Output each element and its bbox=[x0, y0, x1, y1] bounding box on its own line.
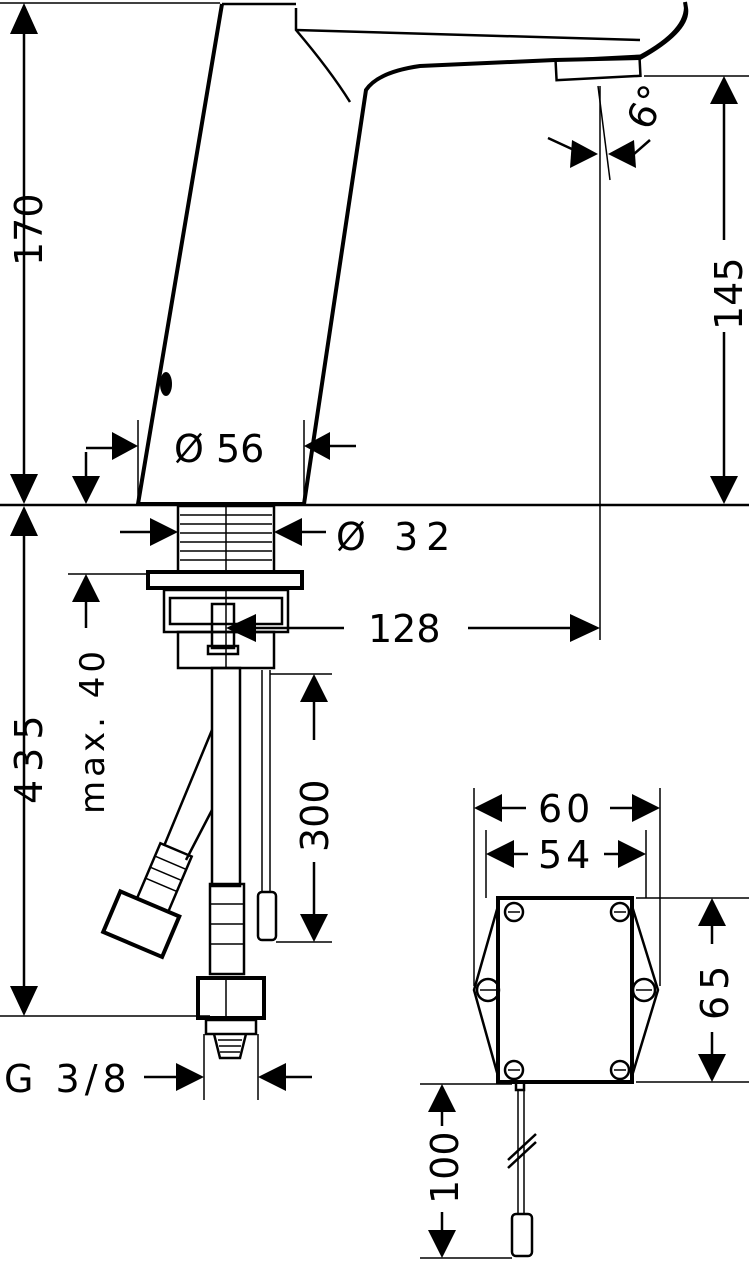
supply-hoses bbox=[100, 666, 278, 1060]
shank-assembly bbox=[146, 504, 304, 670]
dimension-145 bbox=[644, 75, 749, 504]
label-shank-diameter: Ø 32 bbox=[336, 515, 458, 559]
label-box-width-outer: 60 bbox=[538, 787, 594, 831]
label-box-width-inner: 54 bbox=[538, 833, 594, 877]
dimension-128 bbox=[226, 86, 601, 642]
sensor-icon bbox=[160, 372, 172, 396]
dimension-diameter-56 bbox=[112, 420, 356, 500]
label-connection: G 3/8 bbox=[4, 1057, 132, 1101]
label-spout-height: 145 bbox=[707, 257, 749, 330]
label-cable-length: 300 bbox=[293, 779, 337, 852]
label-spout-angle: 6° bbox=[618, 78, 676, 135]
label-box-cable: 100 bbox=[423, 1131, 467, 1204]
label-box-height: 65 bbox=[693, 960, 737, 1020]
dimension-thread bbox=[144, 1034, 312, 1100]
dimension-angle bbox=[547, 85, 651, 181]
label-max-thickness: max. 40 bbox=[73, 647, 113, 814]
dimension-box bbox=[420, 788, 749, 1259]
dimension-diameter-32 bbox=[120, 518, 326, 546]
control-box bbox=[472, 896, 660, 1258]
label-below-deck: 435 bbox=[7, 707, 51, 804]
dimension-300 bbox=[270, 673, 332, 943]
label-projection: 128 bbox=[368, 607, 441, 651]
label-body-diameter: Ø 56 bbox=[174, 427, 264, 471]
faucet-body bbox=[135, 1, 689, 506]
label-total-height: 170 bbox=[7, 193, 51, 266]
dimension-lines-left bbox=[0, 2, 220, 1017]
